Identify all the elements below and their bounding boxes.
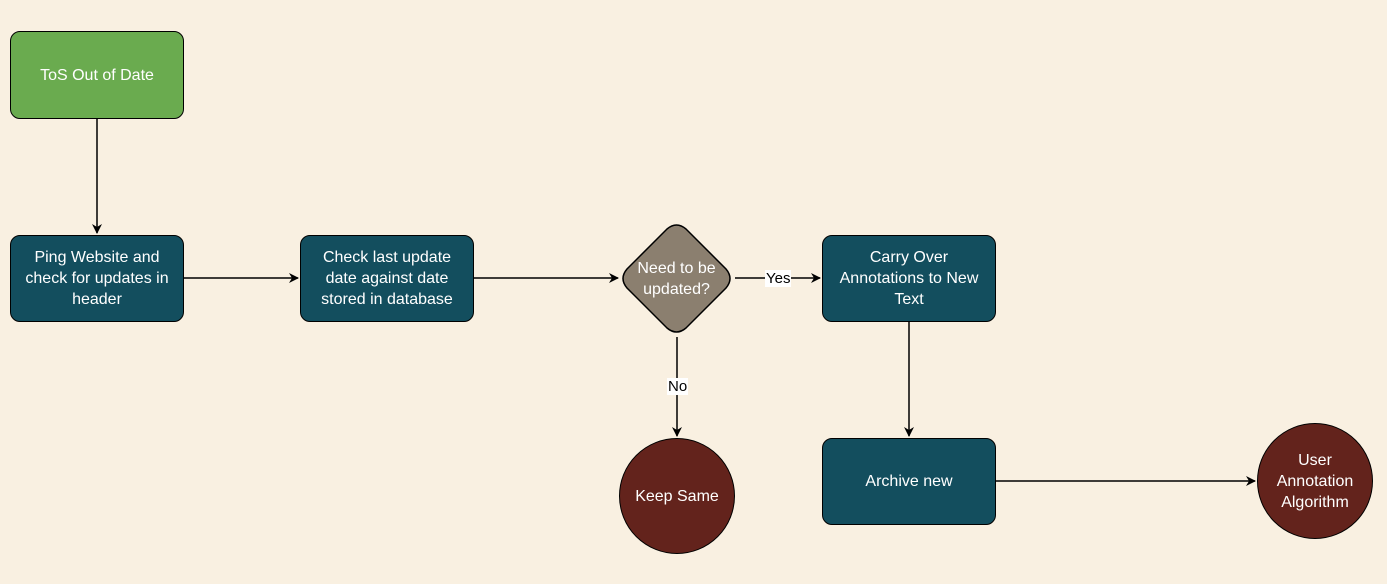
no-edge-label: No <box>667 378 689 395</box>
keep-same-node: Keep Same <box>619 438 735 554</box>
decision-label-box: Need to be updated? <box>620 222 733 335</box>
user-annotation-label: User Annotation Algorithm <box>1276 451 1354 511</box>
ping-website-label: Ping Website and check for updates in he… <box>25 249 169 308</box>
archive-new-label: Archive new <box>865 473 953 490</box>
start-node: ToS Out of Date <box>10 31 184 119</box>
carry-over-node: Carry Over Annotations to New Text <box>822 235 996 322</box>
check-update-label: Check last update date against date stor… <box>321 249 453 308</box>
user-annotation-node: User Annotation Algorithm <box>1257 423 1373 539</box>
check-update-node: Check last update date against date stor… <box>300 235 474 322</box>
archive-new-node: Archive new <box>822 438 996 525</box>
decision-shape <box>622 224 731 333</box>
keep-same-label: Keep Same <box>635 487 719 505</box>
carry-over-label: Carry Over Annotations to New Text <box>839 249 979 308</box>
decision-label: Need to be updated? <box>637 259 716 298</box>
yes-edge-label: Yes <box>765 270 792 287</box>
start-node-label: ToS Out of Date <box>40 66 154 84</box>
ping-website-node: Ping Website and check for updates in he… <box>10 235 184 322</box>
decision-node: Need to be updated? <box>620 222 733 335</box>
